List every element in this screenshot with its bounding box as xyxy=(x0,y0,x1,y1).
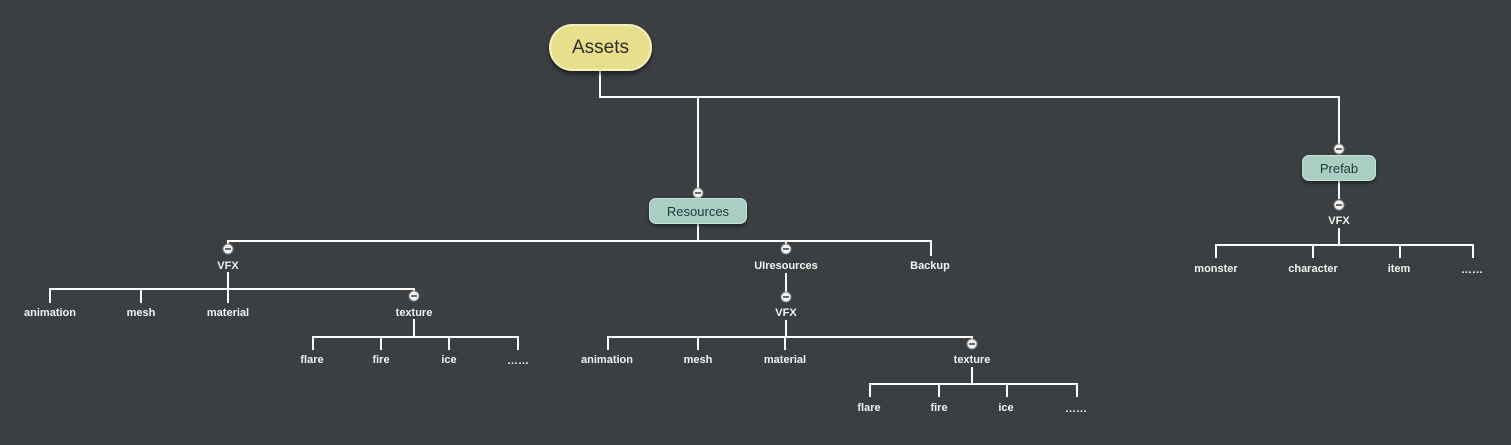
root-node-assets[interactable]: Assets xyxy=(549,24,652,71)
node-uiresources[interactable]: UIresources xyxy=(754,260,818,272)
node-uiresources-texture-fire[interactable]: fire xyxy=(930,402,948,414)
branch-node-prefab[interactable]: Prefab xyxy=(1302,155,1376,181)
node-resources-texture-more[interactable]: …… xyxy=(507,355,529,367)
node-prefab-vfx-more[interactable]: …… xyxy=(1461,264,1483,276)
node-uiresources-texture-more[interactable]: …… xyxy=(1065,403,1087,415)
node-resources-vfx[interactable]: VFX xyxy=(217,260,239,272)
collapse-icon-resources-texture[interactable] xyxy=(408,290,420,302)
collapse-icon-prefab[interactable] xyxy=(1333,143,1345,155)
node-prefab-vfx-monster[interactable]: monster xyxy=(1194,263,1238,275)
node-resources-vfx-material[interactable]: material xyxy=(206,307,250,319)
node-uiresources-vfx[interactable]: VFX xyxy=(775,307,797,319)
node-prefab-vfx-character[interactable]: character xyxy=(1288,263,1338,275)
node-resources-vfx-texture[interactable]: texture xyxy=(395,307,433,319)
node-resources-texture-ice[interactable]: ice xyxy=(441,354,457,366)
node-uiresources-vfx-material[interactable]: material xyxy=(763,354,807,366)
node-uiresources-vfx-animation[interactable]: animation xyxy=(581,354,633,366)
node-prefab-vfx[interactable]: VFX xyxy=(1328,215,1350,227)
collapse-markers xyxy=(222,143,1345,350)
node-uiresources-vfx-mesh[interactable]: mesh xyxy=(683,354,713,366)
collapse-icon-prefab-vfx[interactable] xyxy=(1333,199,1345,211)
node-resources-texture-fire[interactable]: fire xyxy=(372,354,390,366)
node-resources-vfx-mesh[interactable]: mesh xyxy=(126,307,156,319)
node-uiresources-texture-flare[interactable]: flare xyxy=(857,402,881,414)
node-uiresources-texture-ice[interactable]: ice xyxy=(998,402,1014,414)
node-resources-vfx-animation[interactable]: animation xyxy=(24,307,76,319)
collapse-icon-resources[interactable] xyxy=(692,187,704,199)
node-uiresources-vfx-texture[interactable]: texture xyxy=(953,354,991,366)
collapse-icon-uiresources-texture[interactable] xyxy=(966,338,978,350)
collapse-icon-uiresources[interactable] xyxy=(780,243,792,255)
node-resources-texture-flare[interactable]: flare xyxy=(300,354,324,366)
node-backup[interactable]: Backup xyxy=(910,260,950,272)
collapse-icon-uiresources-vfx[interactable] xyxy=(780,291,792,303)
node-prefab-vfx-item[interactable]: item xyxy=(1387,263,1411,275)
branch-node-resources[interactable]: Resources xyxy=(649,198,747,224)
collapse-icon-resources-vfx[interactable] xyxy=(222,243,234,255)
